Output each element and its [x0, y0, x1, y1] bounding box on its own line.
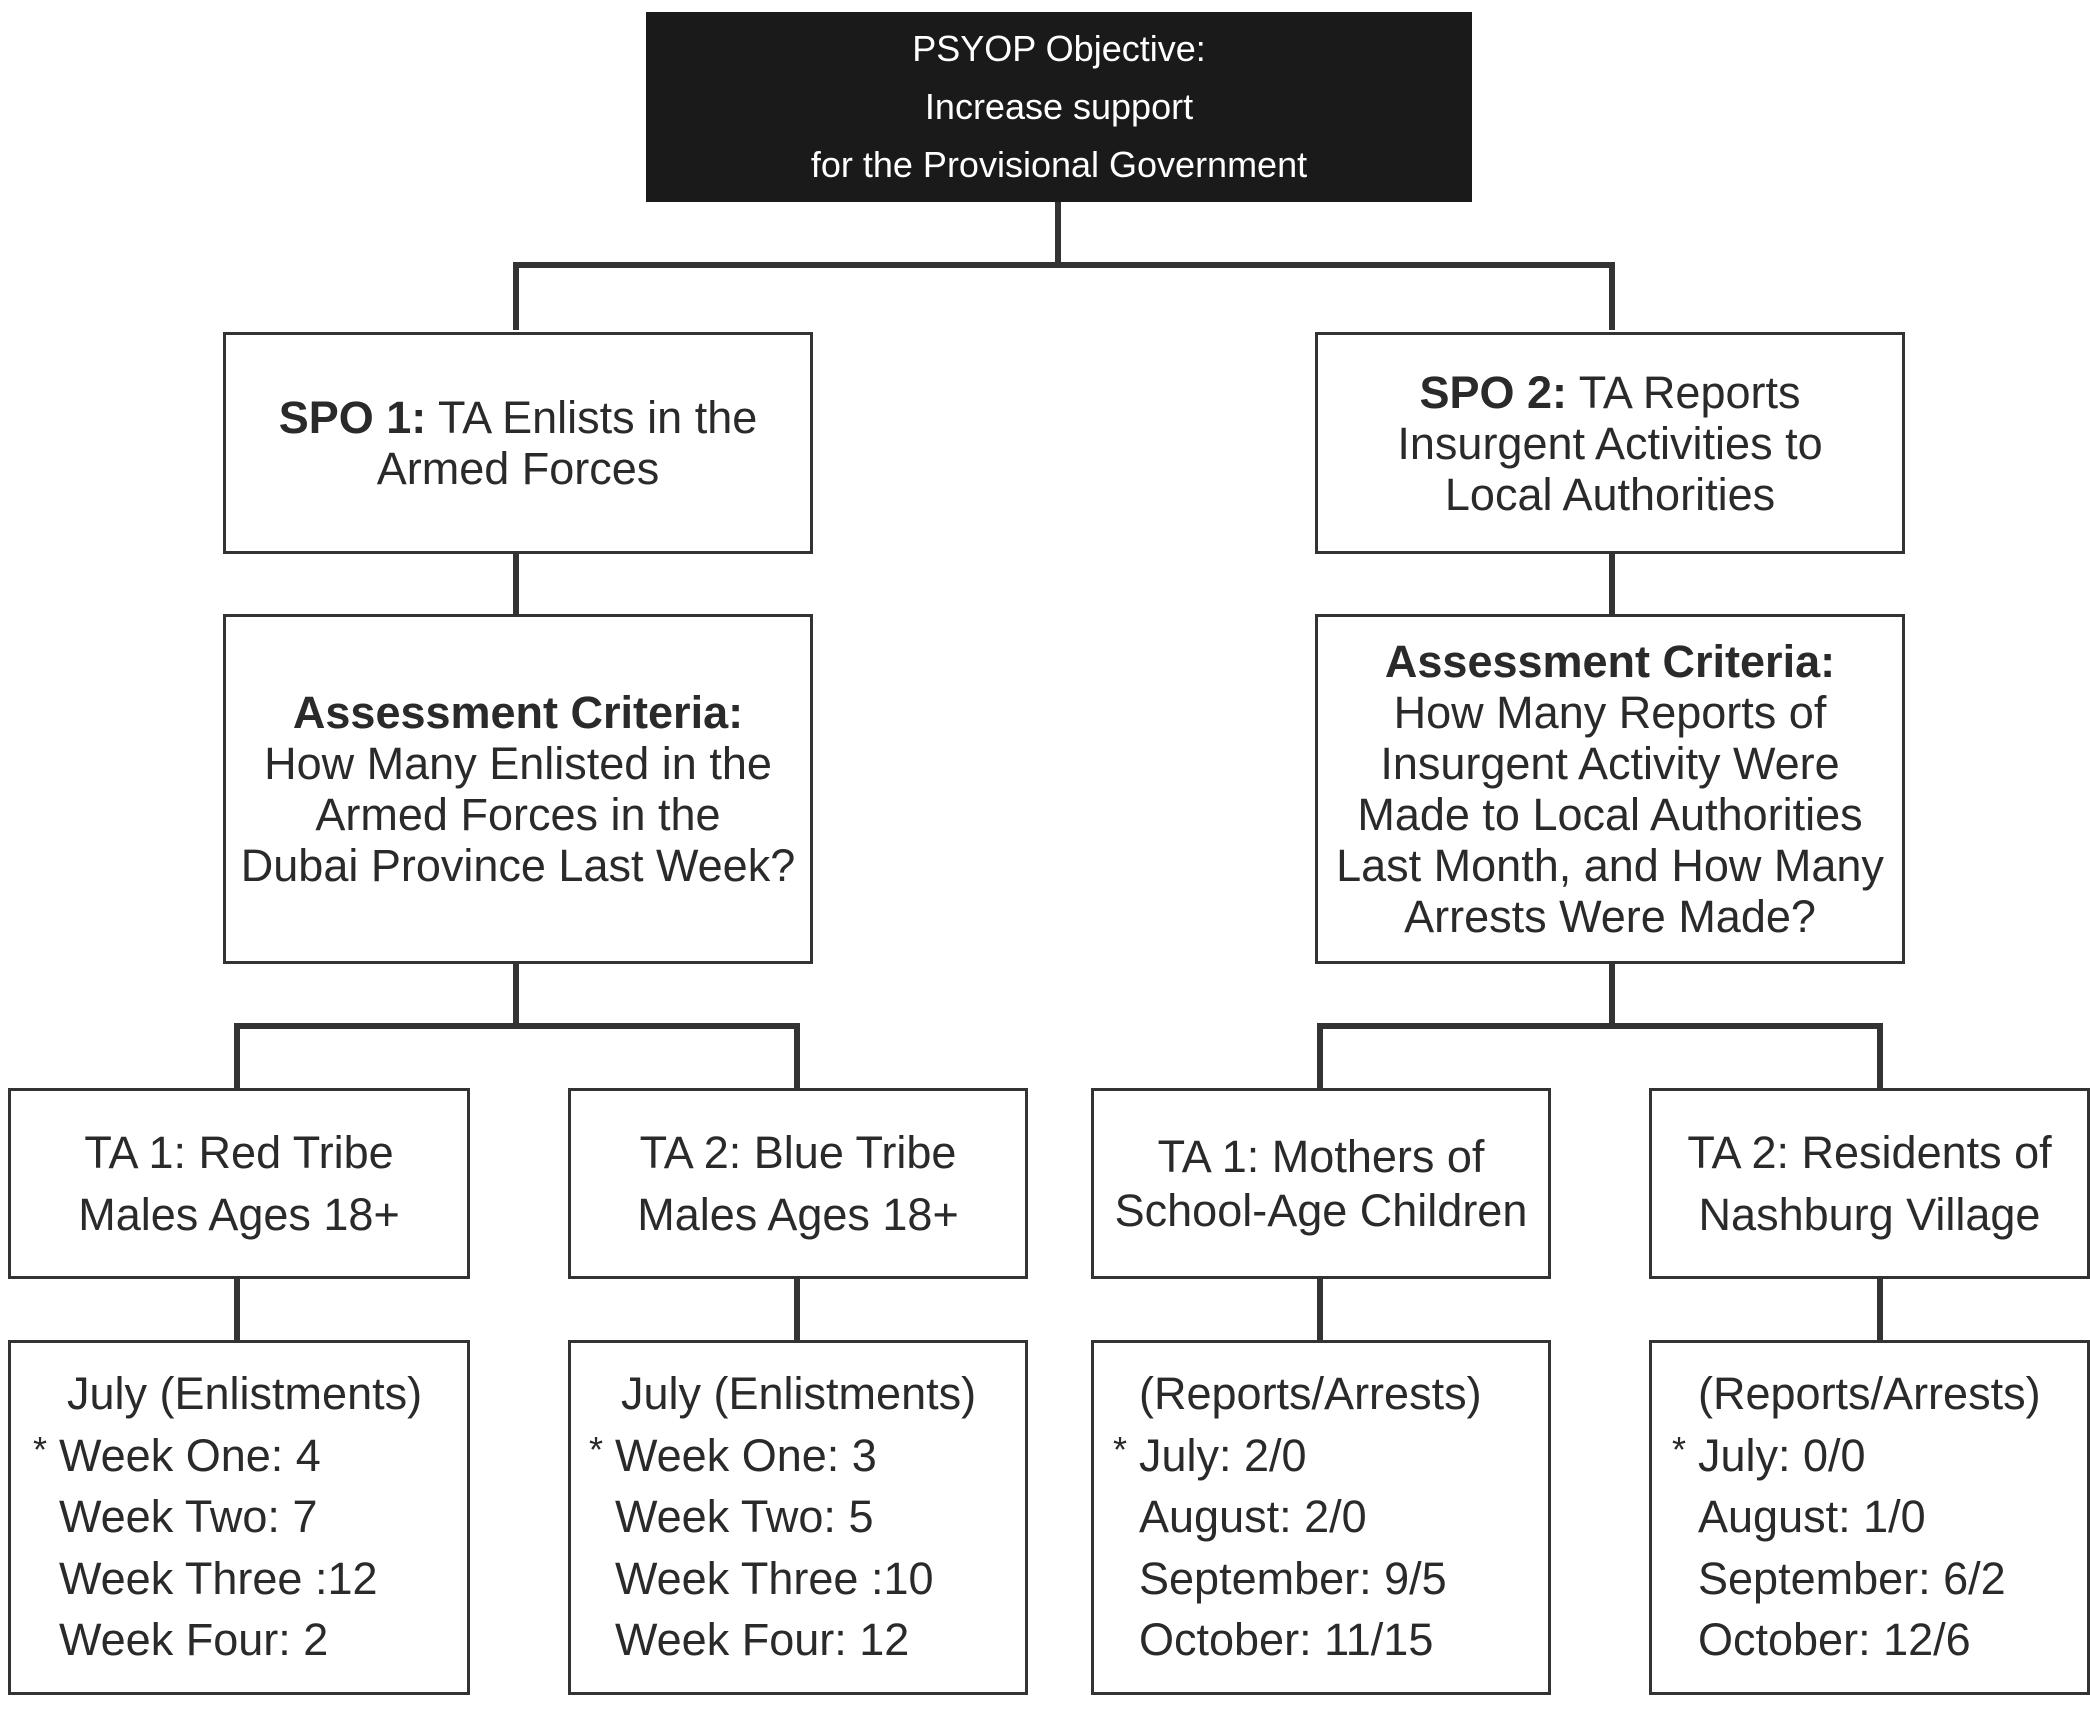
results-header: July (Enlistments): [621, 1368, 977, 1419]
objective-line-2: Increase support: [924, 86, 1194, 127]
connector-criteria2-to-targets: [1317, 962, 1883, 1088]
connector-objective-to-spos: [513, 200, 1615, 330]
objective-line-3: for the Provisional Government: [810, 144, 1308, 185]
spo-2-text-3: Local Authorities: [1444, 468, 1776, 520]
criteria-2-line-4: Last Month, and How Many: [1336, 840, 1884, 891]
results-header: July (Enlistments): [67, 1368, 423, 1419]
criteria-2-line-3: Made to Local Authorities: [1357, 789, 1863, 840]
results-header: (Reports/Arrests): [1139, 1368, 1482, 1419]
results-row: Week Three :10: [615, 1552, 934, 1604]
results-row: *Week One: 3: [589, 1425, 1025, 1487]
results-row: August: 1/0: [1698, 1491, 1926, 1542]
results-row: October: 11/15: [1139, 1614, 1434, 1665]
target-audience-line: TA 1: Red Tribe: [84, 1126, 394, 1178]
target-audience-box: TA 1: Red Tribe Males Ages 18+: [8, 1088, 470, 1279]
target-audience-line: School-Age Children: [1114, 1184, 1528, 1236]
results-row: Week Three :12: [59, 1552, 378, 1604]
results-row: Week Four: 12: [615, 1614, 910, 1665]
criteria-2-line-2: Insurgent Activity Were: [1380, 738, 1840, 789]
results-row: Week Two: 5: [615, 1491, 874, 1542]
target-audience-line: Nashburg Village: [1698, 1188, 2041, 1240]
psyop-objective-box: PSYOP Objective: Increase support for th…: [646, 12, 1472, 202]
spo-2-text-1: TA Reports: [1567, 366, 1801, 418]
results-box: July (Enlistments) *Week One: 3 Week Two…: [568, 1340, 1028, 1695]
asterisk-marker: *: [1672, 1428, 1687, 1470]
target-audience-box: TA 1: Mothers of School-Age Children: [1091, 1088, 1551, 1279]
target-audience-box: TA 2: Residents of Nashburg Village: [1649, 1088, 2090, 1279]
results-row: *Week One: 4: [33, 1425, 467, 1487]
criteria-2-line-5: Arrests Were Made?: [1404, 891, 1816, 942]
connector-criteria1-to-targets: [234, 962, 800, 1088]
target-audience-box: TA 2: Blue Tribe Males Ages 18+: [568, 1088, 1028, 1279]
spo-1-text-1: TA Enlists in the: [426, 392, 758, 443]
results-row: Week Four: 2: [59, 1614, 329, 1665]
results-box: (Reports/Arrests) *July: 2/0 August: 2/0…: [1091, 1340, 1551, 1695]
results-row: *July: 2/0: [1113, 1425, 1548, 1487]
results-box: (Reports/Arrests) *July: 0/0 August: 1/0…: [1649, 1340, 2090, 1695]
asterisk-marker: *: [1113, 1428, 1128, 1470]
criteria-2-line-1: How Many Reports of: [1393, 687, 1827, 738]
spo-1-text-2: Armed Forces: [376, 443, 660, 494]
objective-line-1: PSYOP Objective:: [912, 28, 1206, 69]
target-audience-line: TA 2: Residents of: [1687, 1126, 2052, 1178]
asterisk-marker: *: [33, 1428, 48, 1470]
results-header: (Reports/Arrests): [1698, 1368, 2041, 1419]
criteria-1-line-3: Dubai Province Last Week?: [240, 840, 796, 891]
criteria-1-heading: Assessment Criteria:: [292, 687, 744, 738]
assessment-criteria-2-box: Assessment Criteria: How Many Reports of…: [1315, 614, 1905, 964]
criteria-1-line-2: Armed Forces in the: [315, 789, 721, 840]
spo-1-label: SPO 1:: [278, 392, 427, 443]
results-row: September: 6/2: [1698, 1552, 2006, 1604]
spo-2-box: SPO 2: TA Reports Insurgent Activities t…: [1315, 332, 1905, 554]
target-audience-line: Males Ages 18+: [637, 1188, 959, 1240]
asterisk-marker: *: [589, 1428, 604, 1470]
criteria-2-heading: Assessment Criteria:: [1384, 636, 1836, 687]
target-audience-line: TA 2: Blue Tribe: [639, 1126, 957, 1178]
results-row: August: 2/0: [1139, 1491, 1367, 1542]
results-row: September: 9/5: [1139, 1552, 1447, 1604]
results-row: *July: 0/0: [1672, 1425, 2087, 1487]
target-audience-line: Males Ages 18+: [78, 1188, 400, 1240]
target-audience-line: TA 1: Mothers of: [1157, 1130, 1485, 1182]
results-box: July (Enlistments) *Week One: 4 Week Two…: [8, 1340, 470, 1695]
results-row: Week Two: 7: [59, 1491, 318, 1542]
spo-2-label: SPO 2:: [1419, 366, 1568, 418]
spo-1-box: SPO 1: TA Enlists in the Armed Forces: [223, 332, 813, 554]
results-row: October: 12/6: [1698, 1614, 1971, 1665]
assessment-criteria-1-box: Assessment Criteria: How Many Enlisted i…: [223, 614, 813, 964]
spo-2-text-2: Insurgent Activities to: [1397, 417, 1823, 469]
criteria-1-line-1: How Many Enlisted in the: [264, 738, 772, 789]
